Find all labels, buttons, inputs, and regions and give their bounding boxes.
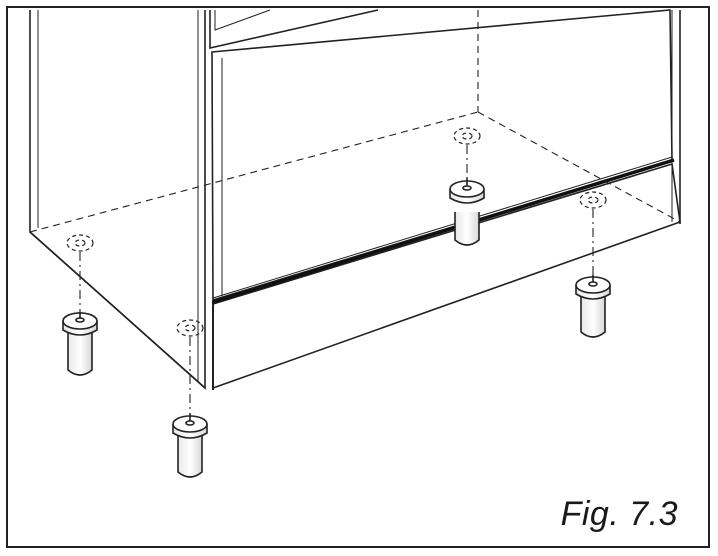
- hidden-outline: [29, 10, 681, 233]
- foot-icon: [62, 312, 98, 376]
- foot-icon: [172, 413, 208, 478]
- cabinet-front: [209, 9, 681, 390]
- figure-caption: Fig. 7.3: [560, 495, 678, 533]
- cabinet-base-edge: [29, 231, 206, 389]
- foot-icon: [449, 178, 485, 246]
- mounting-points: [66, 127, 607, 337]
- foot-icon: [575, 275, 611, 338]
